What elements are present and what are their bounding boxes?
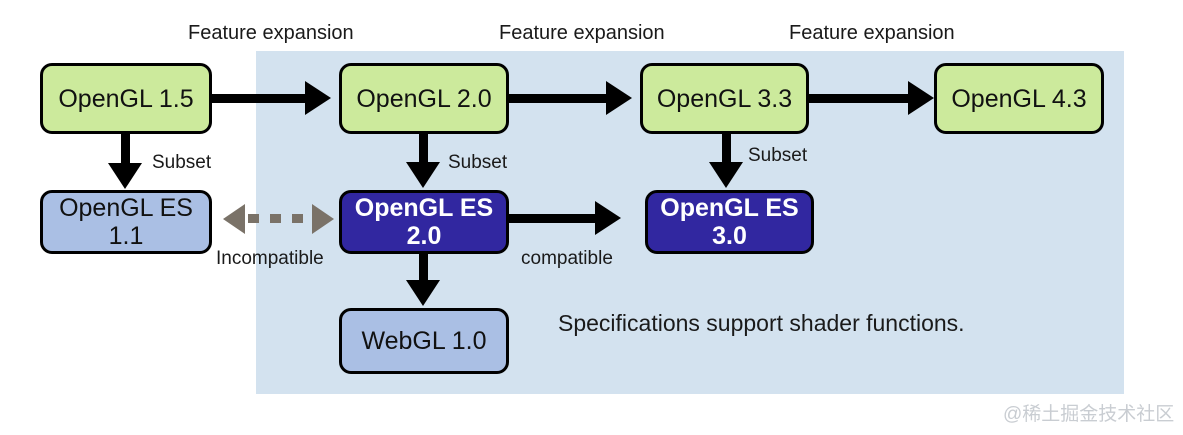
feature-expansion-label-2: Feature expansion bbox=[499, 22, 665, 44]
arrow-opengl20-to-opengl33-head bbox=[606, 81, 632, 115]
edge-label-subset-2: Subset bbox=[448, 152, 508, 173]
node-opengl-es-3-0[interactable]: OpenGL ES 3.0 bbox=[645, 190, 814, 254]
watermark-text: @稀土掘金技术社区 bbox=[1003, 404, 1175, 425]
arrow-opengl15-to-es11-shaft bbox=[121, 134, 130, 167]
node-opengl-2-0[interactable]: OpenGL 2.0 bbox=[339, 63, 509, 134]
incompatible-arrow-head-right bbox=[312, 204, 334, 234]
feature-expansion-label-3: Feature expansion bbox=[789, 22, 955, 44]
arrow-opengl33-to-es30-shaft bbox=[722, 134, 731, 166]
arrow-opengl20-to-es20-head bbox=[406, 162, 440, 188]
arrow-es20-to-es30-head bbox=[595, 201, 621, 235]
edge-label-subset-1: Subset bbox=[152, 152, 212, 173]
edge-label-subset-3: Subset bbox=[748, 145, 808, 166]
arrow-es20-to-es30-shaft bbox=[509, 214, 595, 223]
node-opengl-es-2-0[interactable]: OpenGL ES 2.0 bbox=[339, 190, 509, 254]
node-webgl-1-0[interactable]: WebGL 1.0 bbox=[339, 308, 509, 374]
incompatible-arrow-head-left bbox=[223, 204, 245, 234]
arrow-opengl20-to-es20-shaft bbox=[419, 134, 428, 166]
arrow-es20-to-webgl10-head bbox=[406, 280, 440, 306]
edge-label-incompatible: Incompatible bbox=[216, 248, 324, 269]
incompatible-arrow-line bbox=[248, 214, 310, 223]
node-opengl-1-5[interactable]: OpenGL 1.5 bbox=[40, 63, 212, 134]
node-opengl-es-1-1[interactable]: OpenGL ES 1.1 bbox=[40, 190, 212, 254]
node-opengl-4-3[interactable]: OpenGL 4.3 bbox=[934, 63, 1104, 134]
shader-support-note: Specifications support shader functions. bbox=[558, 310, 965, 336]
arrow-opengl33-to-es30-head bbox=[709, 162, 743, 188]
arrow-opengl15-to-es11-head bbox=[108, 163, 142, 189]
arrow-opengl33-to-opengl43-shaft bbox=[809, 94, 908, 103]
arrow-es20-to-webgl10-shaft bbox=[419, 254, 428, 284]
arrow-opengl20-to-opengl33-shaft bbox=[509, 94, 606, 103]
arrow-opengl33-to-opengl43-head bbox=[908, 81, 934, 115]
feature-expansion-label-1: Feature expansion bbox=[188, 22, 354, 44]
arrow-opengl15-to-opengl20-shaft bbox=[212, 94, 305, 103]
arrow-opengl15-to-opengl20-head bbox=[305, 81, 331, 115]
node-opengl-3-3[interactable]: OpenGL 3.3 bbox=[640, 63, 809, 134]
edge-label-compatible: compatible bbox=[521, 248, 613, 269]
